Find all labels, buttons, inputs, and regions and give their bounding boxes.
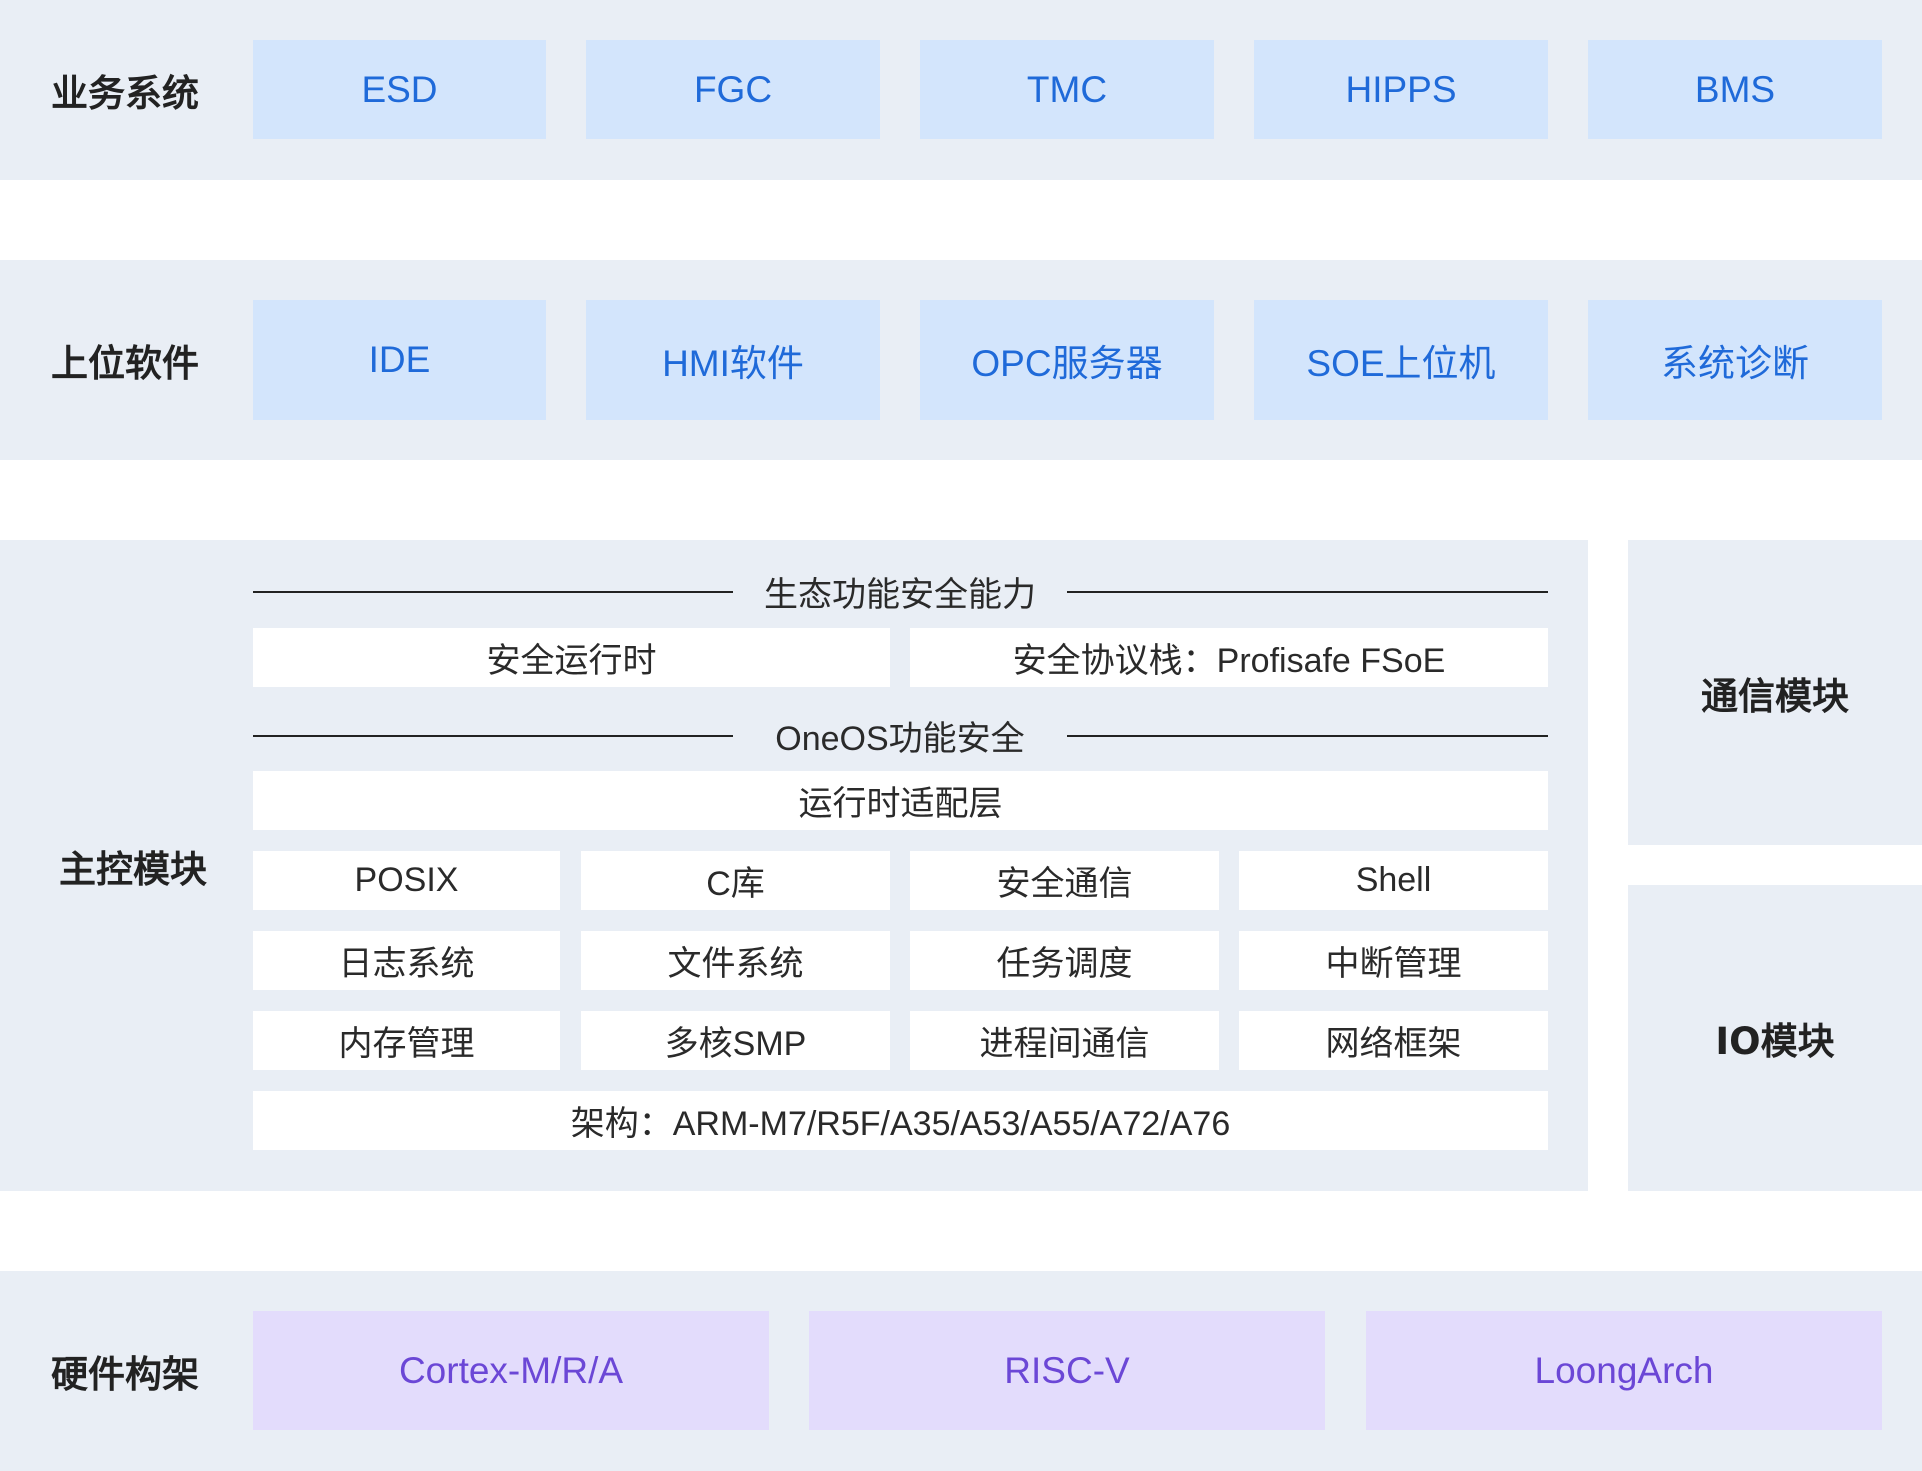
architecture-box: 架构：ARM-M7/R5F/A35/A53/A55/A72/A76 [253,1091,1548,1150]
oneos-divider-right [1067,735,1548,737]
host-item-soe: SOE上位机 [1254,300,1548,420]
business-item-tmc: TMC [920,40,1214,139]
grid-cell-network-framework: 网络框架 [1239,1011,1548,1070]
host-item-hmi: HMI软件 [586,300,880,420]
grid-cell-task-scheduling: 任务调度 [910,931,1219,990]
oneos-divider-left [253,735,733,737]
runtime-adapter-box: 运行时适配层 [253,771,1548,830]
grid-cell-memory-mgmt: 内存管理 [253,1011,560,1070]
hardware-item-cortex: Cortex-M/R/A [253,1311,769,1430]
grid-cell-posix: POSIX [253,851,560,910]
hardware-item-riscv: RISC-V [809,1311,1325,1430]
hardware-label: 硬件构架 [51,1353,199,1396]
host-software-label: 上位软件 [51,342,199,385]
eco-divider-left [253,591,733,593]
comm-module-band [1628,540,1922,845]
grid-cell-c-lib: C库 [581,851,890,910]
business-item-fgc: FGC [586,40,880,139]
grid-cell-file-system: 文件系统 [581,931,890,990]
business-systems-label: 业务系统 [51,72,199,115]
eco-safety-title: 生态功能安全能力 [764,575,1036,614]
io-module-label: IO模块 [1715,1020,1835,1063]
grid-cell-shell: Shell [1239,851,1548,910]
grid-cell-multicore-smp: 多核SMP [581,1011,890,1070]
business-item-bms: BMS [1588,40,1882,139]
grid-cell-safe-comm: 安全通信 [910,851,1219,910]
safe-protocol-box: 安全协议栈：Profisafe FSoE [910,628,1548,687]
grid-cell-log-system: 日志系统 [253,931,560,990]
hardware-item-loongarch: LoongArch [1366,1311,1882,1430]
oneos-safety-title: OneOS功能安全 [775,719,1025,758]
grid-cell-ipc: 进程间通信 [910,1011,1219,1070]
host-item-diagnosis: 系统诊断 [1588,300,1882,420]
grid-cell-interrupt-mgmt: 中断管理 [1239,931,1548,990]
comm-module-label: 通信模块 [1701,675,1849,718]
io-module-band [1628,885,1922,1191]
safe-runtime-box: 安全运行时 [253,628,890,687]
business-item-esd: ESD [253,40,546,139]
eco-divider-right [1067,591,1548,593]
main-control-label: 主控模块 [59,848,207,891]
host-item-ide: IDE [253,300,546,420]
host-item-opc: OPC服务器 [920,300,1214,420]
business-item-hipps: HIPPS [1254,40,1548,139]
